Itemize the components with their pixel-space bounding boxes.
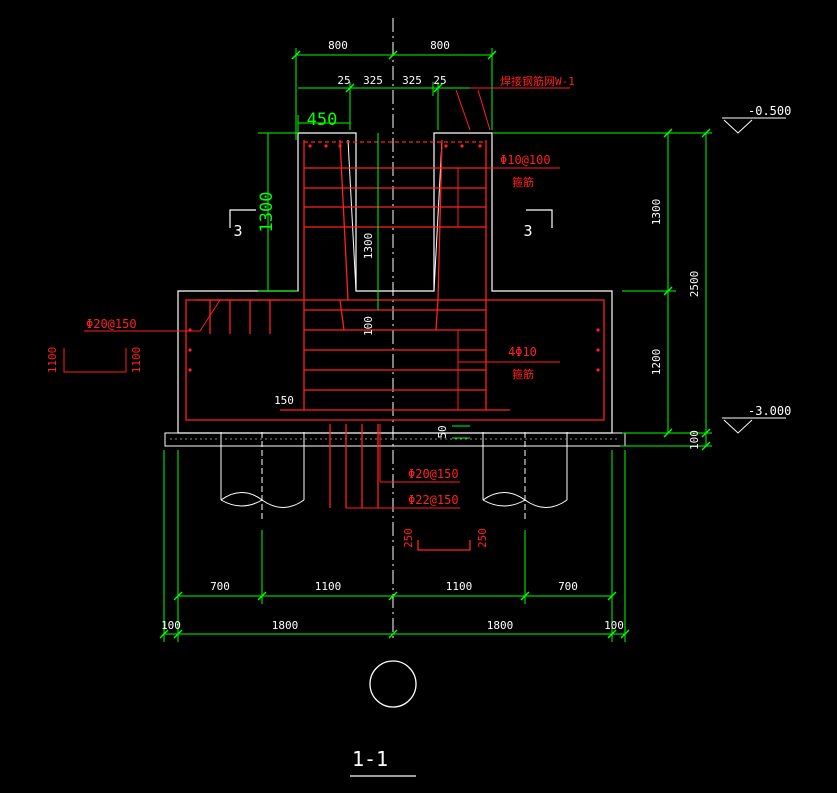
dim-row2-a: 100 <box>161 619 181 632</box>
dim-row1-a: 700 <box>210 580 230 593</box>
label-bottom-a: Φ20@150 <box>408 467 459 481</box>
section-title: 1-1 <box>352 747 388 771</box>
rebar-group <box>185 139 605 551</box>
elevation-top: -0.500 <box>748 104 791 118</box>
dim-top-right-width: 800 <box>430 39 450 52</box>
dimension-lines <box>163 48 712 642</box>
dim-cover-left: 25 <box>337 74 350 87</box>
pile-right <box>482 432 568 520</box>
label-left-a: 1100 <box>46 347 59 374</box>
dim-top-left-width: 800 <box>328 39 348 52</box>
dim-row2-b: 1800 <box>272 619 299 632</box>
dim-half-left: 325 <box>363 74 383 87</box>
elevation-bottom: -3.000 <box>748 404 791 418</box>
dim-inner-gap: 100 <box>362 316 375 336</box>
elevation-markers <box>722 117 786 434</box>
dim-row2-d: 100 <box>604 619 624 632</box>
dim-left-step: 150 <box>274 394 294 407</box>
dim-right-lower: 1200 <box>650 349 663 376</box>
label-left-b: 1100 <box>130 347 143 374</box>
pile-left <box>220 432 305 520</box>
dim-ledge-gap: 50 <box>436 425 449 438</box>
label-bottom-250-a: 250 <box>402 528 415 548</box>
label-stirrup-spec: Φ10@100 <box>500 153 551 167</box>
label-side-bars: Φ20@150 <box>86 317 137 331</box>
rebar-dots <box>188 144 600 372</box>
dimension-ticks <box>159 50 711 639</box>
dim-right-total: 2500 <box>688 271 701 298</box>
dim-row1-d: 700 <box>558 580 578 593</box>
dim-row1-c: 1100 <box>446 580 473 593</box>
section-mark-left: 3 <box>233 222 242 240</box>
dim-row2-c: 1800 <box>487 619 514 632</box>
axis-bubble <box>369 660 417 708</box>
dim-row1-b: 1100 <box>315 580 342 593</box>
label-mesh: 焊接钢筋网W-1 <box>500 74 575 88</box>
dim-half-right: 325 <box>402 74 422 87</box>
dim-cover-right: 25 <box>433 74 446 87</box>
label-longitudinal-word: 箍筋 <box>512 367 534 381</box>
label-stirrup-word: 箍筋 <box>512 175 534 189</box>
leader-lines <box>63 87 570 509</box>
section-marks <box>229 209 553 228</box>
dim-inner-depth: 1300 <box>362 233 375 260</box>
label-bottom-b: Φ22@150 <box>408 493 459 507</box>
pedestal-inner-hole <box>347 139 443 292</box>
label-bottom-250-b: 250 <box>476 528 489 548</box>
section-mark-right: 3 <box>523 222 532 240</box>
blinding-layer <box>164 432 626 447</box>
dim-right-base: 100 <box>688 430 701 450</box>
dim-right-upper: 1300 <box>650 199 663 226</box>
dim-wall-thickness: 450 <box>307 110 338 130</box>
label-longitudinal: 4Φ10 <box>508 345 537 359</box>
dim-pedestal-height: 1300 <box>257 192 277 233</box>
